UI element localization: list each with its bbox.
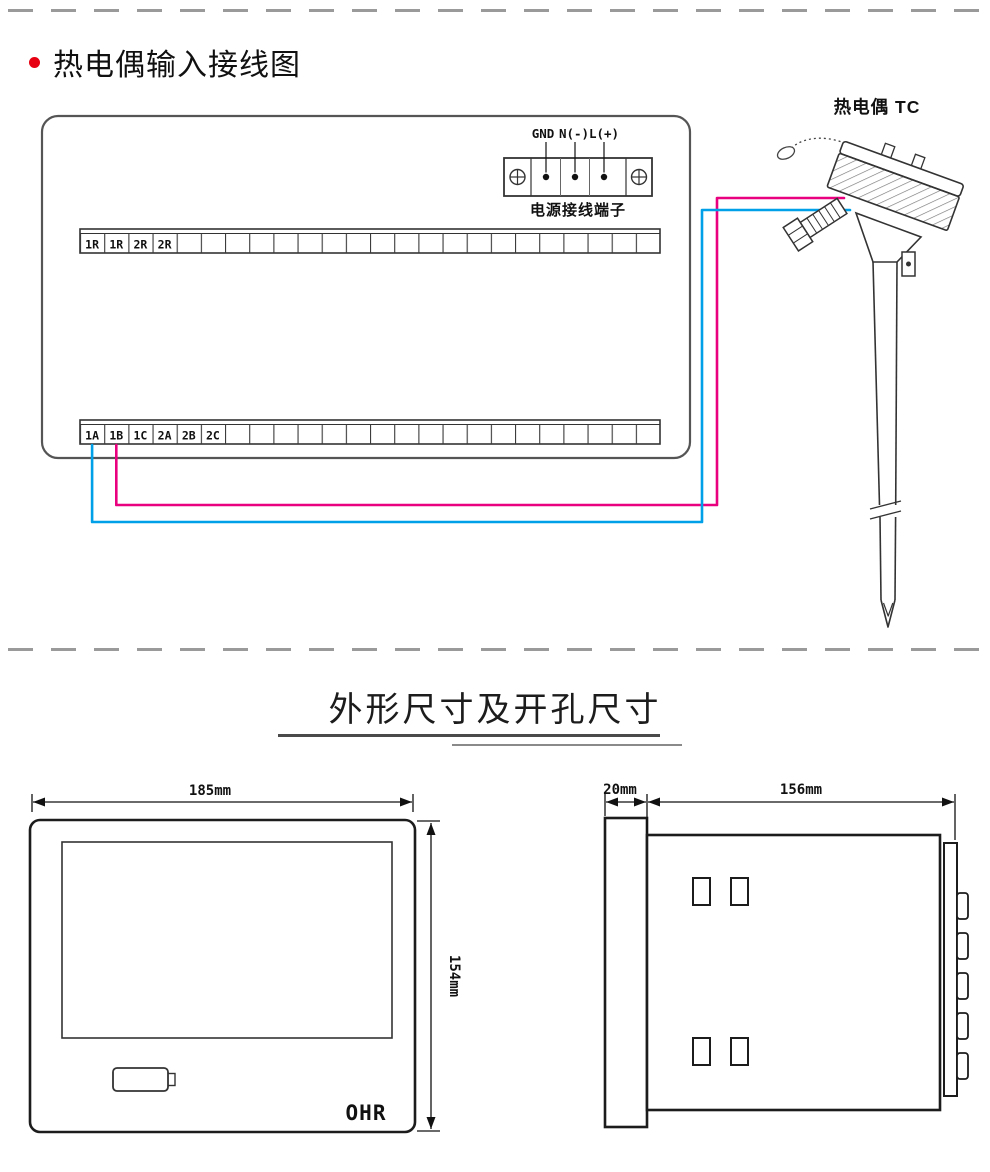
instrument-panel-outline xyxy=(40,114,692,460)
red-bullet-icon xyxy=(29,56,40,68)
width-dimension-label: 185mm xyxy=(189,783,231,799)
dimension-drawings: OHR 185mm 154mm xyxy=(28,782,969,1134)
connection-head xyxy=(826,140,964,231)
power-terminal-caption: 电源接线端子 xyxy=(530,201,626,219)
power-terminal-label-l: L(+) xyxy=(589,126,619,141)
side-view: 20mm 156mm xyxy=(603,782,969,1129)
screw-icon xyxy=(630,168,648,186)
thermocouple-label: 热电偶 TC xyxy=(834,97,921,117)
terminal-strip-top: 1R 1R 2R 2R xyxy=(79,228,661,254)
power-terminal-block: GND N(-) L(+) 电源接线端子 xyxy=(503,126,653,219)
page-border-dashed-top xyxy=(8,9,982,12)
wire-negative xyxy=(90,208,852,524)
thermocouple-wiring-diagram: GND N(-) L(+) 电源接线端子 1R 1R 2R 2R 1A 1B 1… xyxy=(40,97,964,628)
title-underline xyxy=(278,734,660,737)
terminal-label: 1R xyxy=(109,238,123,252)
wire-positive xyxy=(115,196,846,507)
terminal-label: 2A xyxy=(158,429,172,443)
width-dimension xyxy=(31,794,414,812)
side-bezel xyxy=(603,816,649,1129)
power-terminal-label-gnd: GND xyxy=(532,126,555,141)
power-terminal-label-n: N(-) xyxy=(559,126,589,141)
section1-title: 热电偶输入接线图 xyxy=(53,49,301,82)
terminal-strip-bottom: 1A 1B 1C 2A 2B 2C xyxy=(79,419,661,445)
terminal-label: 2B xyxy=(182,429,196,443)
side-mount-clips xyxy=(943,842,969,1097)
front-view: OHR 185mm 154mm xyxy=(28,783,462,1134)
terminal-label: 2R xyxy=(158,238,172,252)
front-battery-slot xyxy=(112,1067,176,1092)
terminal-label: 2C xyxy=(206,429,220,443)
section2-title: 外形尺寸及开孔尺寸 xyxy=(328,691,662,729)
title-underline-secondary xyxy=(452,744,682,746)
depth-dimensions xyxy=(604,794,956,840)
probe-tube xyxy=(869,261,902,601)
mount-rail xyxy=(943,842,958,1097)
section1-header: 热电偶输入接线图 xyxy=(28,40,301,84)
terminal-label: 1B xyxy=(109,429,123,443)
brand-logo: OHR xyxy=(346,1101,387,1125)
terminal-label: 1C xyxy=(133,429,147,443)
section-divider-dashed xyxy=(8,648,982,651)
height-dimension xyxy=(417,820,440,1132)
thermocouple-drawing: 热电偶 TC xyxy=(776,97,964,628)
bezel-depth-label: 20mm xyxy=(603,782,637,798)
screw-icon xyxy=(509,168,526,186)
cap-icon xyxy=(776,146,796,160)
side-body xyxy=(645,833,942,1112)
body-depth-label: 156mm xyxy=(780,782,822,798)
side-vent-slots xyxy=(692,877,749,1066)
probe-tip xyxy=(880,599,896,628)
cable-entry-fitting xyxy=(782,197,848,253)
height-dimension-label: 154mm xyxy=(446,955,462,997)
terminal-label: 1R xyxy=(85,238,99,252)
terminal-label: 2R xyxy=(133,238,147,252)
front-screen xyxy=(61,841,393,1039)
cap-chain xyxy=(787,137,845,153)
terminal-label: 1A xyxy=(85,429,99,443)
